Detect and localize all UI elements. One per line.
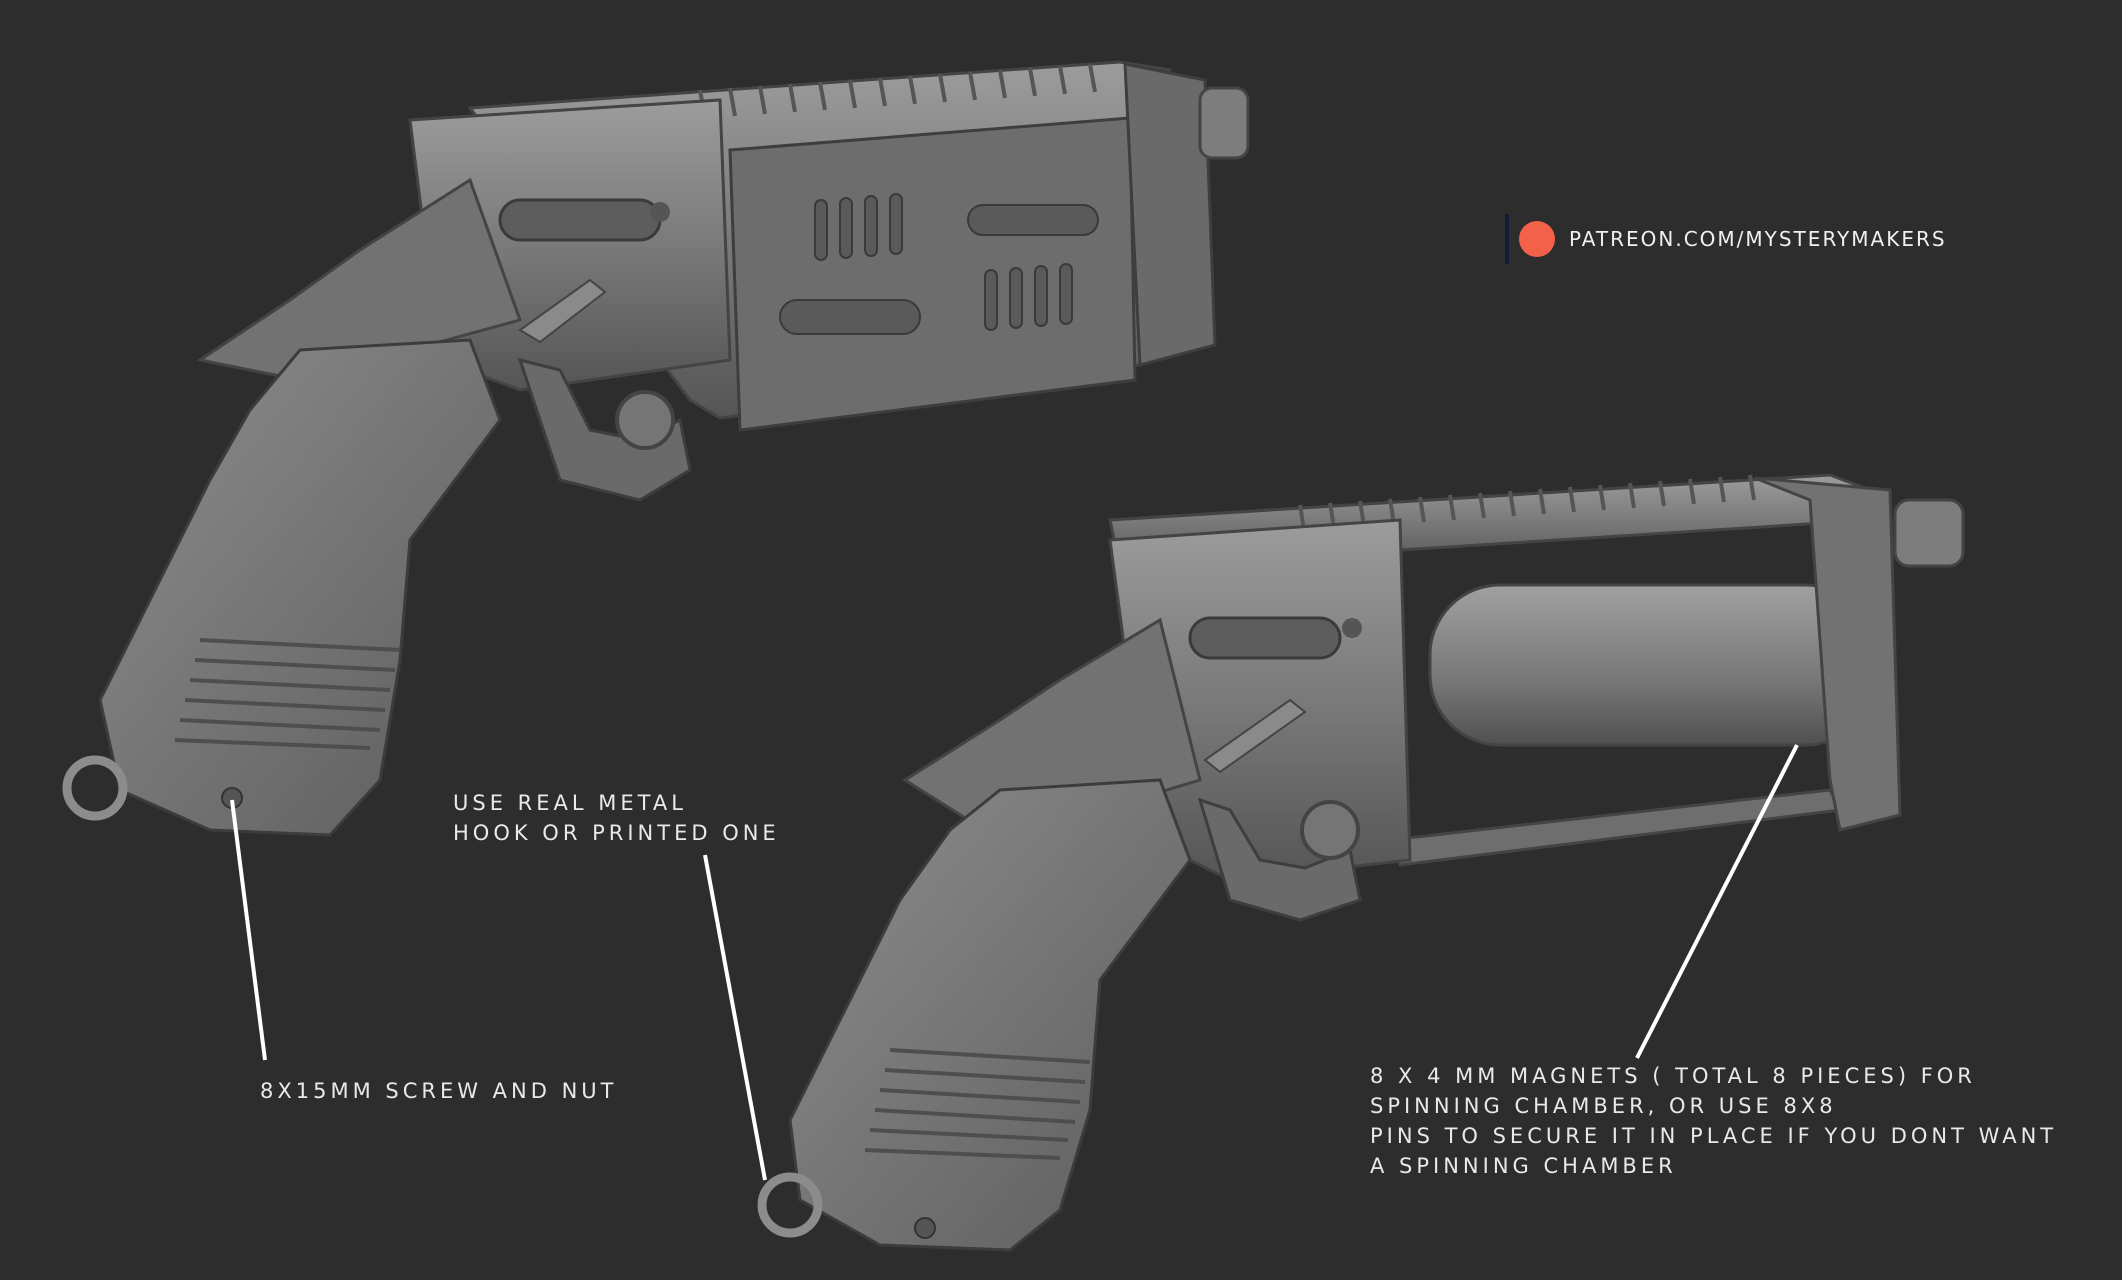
annotation-hook-line-2: HOOK OR PRINTED ONE [453, 821, 780, 845]
annotation-screw: 8X15MM SCREW AND NUT [260, 1076, 618, 1106]
annotation-hook-line-1: USE REAL METAL [453, 791, 687, 815]
annotation-magnets-line-3: PINS TO SECURE IT IN PLACE IF YOU DONT W… [1370, 1124, 2058, 1148]
annotation-magnets-line-2: SPINNING CHAMBER, OR USE 8X8 [1370, 1094, 1837, 1118]
callout-lines [230, 744, 1799, 1181]
annotation-screw-text: 8X15MM SCREW AND NUT [260, 1079, 618, 1103]
blaster-assembled [62, 60, 1250, 837]
callout-line-hook [703, 854, 767, 1181]
callout-line-screw [230, 799, 267, 1061]
annotation-magnets: 8 X 4 MM MAGNETS ( TOTAL 8 PIECES) FOR S… [1370, 1061, 2057, 1181]
patreon-logo-icon [1519, 221, 1555, 257]
patreon-logo-bar [1505, 214, 1509, 264]
patreon-url: PATREON.COM/MYSTERYMAKERS [1569, 227, 1947, 251]
patreon-badge: PATREON.COM/MYSTERYMAKERS [1505, 214, 1947, 264]
annotation-magnets-line-1: 8 X 4 MM MAGNETS ( TOTAL 8 PIECES) FOR [1370, 1064, 1976, 1088]
blaster-open-chamber [757, 473, 1965, 1252]
annotation-hook: USE REAL METAL HOOK OR PRINTED ONE [453, 788, 780, 848]
callout-line-magnets [1635, 744, 1799, 1059]
annotation-magnets-line-4: A SPINNING CHAMBER [1370, 1154, 1677, 1178]
